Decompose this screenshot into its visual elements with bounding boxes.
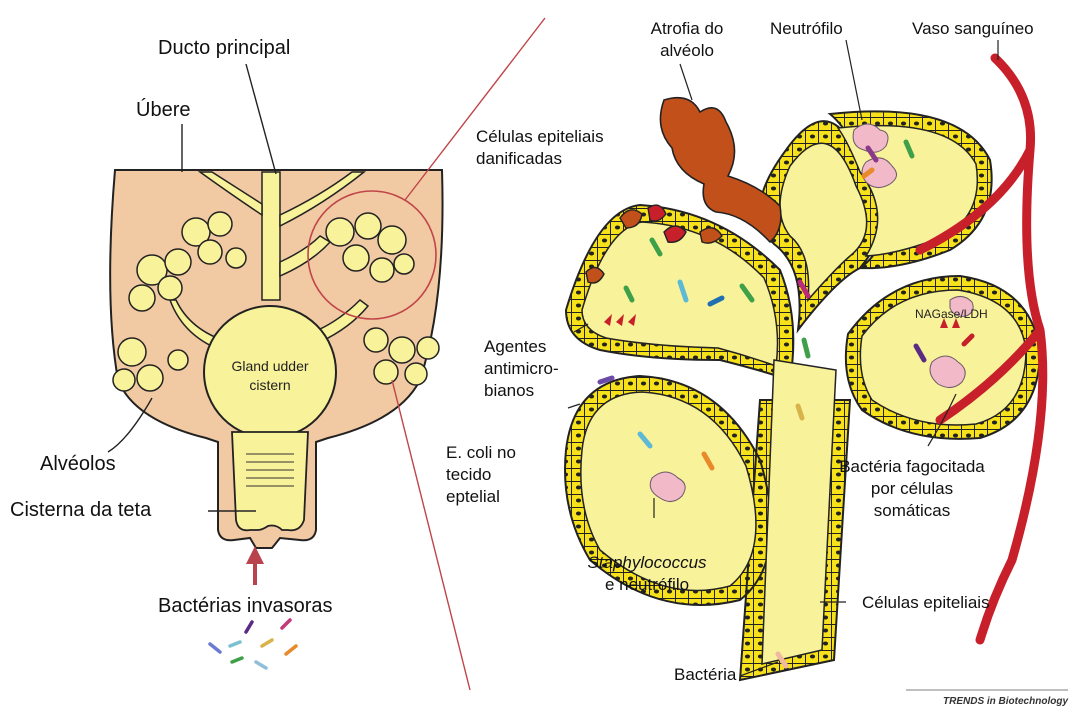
label-ecoli-line3: eptelial — [446, 486, 516, 508]
label-ecoli-line2: tecido — [446, 464, 516, 486]
main-duct — [262, 172, 280, 300]
invading-bacteria — [210, 620, 296, 668]
label-vaso: Vaso sanguíneo — [912, 18, 1034, 40]
label-celulas-danificadas-line2: danificadas — [476, 148, 604, 170]
label-ecoli-line1: E. coli no — [446, 442, 516, 464]
invasion-arrow — [246, 546, 264, 585]
gland-label-line1: Gland udder — [231, 358, 308, 374]
label-atrofia-line2: alvéolo — [632, 40, 742, 62]
label-agentes-line2: antimicro- — [484, 358, 559, 380]
label-fagocitada: Bactéria fagocitada por células somática… — [822, 456, 1002, 521]
label-fagocitada-line3: somáticas — [822, 500, 1002, 522]
label-neutrofilo: Neutrófilo — [770, 18, 843, 40]
label-ducto-principal: Ducto principal — [158, 36, 290, 62]
label-fagocitada-line1: Bactéria fagocitada — [822, 456, 1002, 478]
gland-label-line2: cistern — [249, 377, 290, 393]
label-agentes: Agentes antimicro- bianos — [484, 336, 559, 401]
label-celulas-danificadas: Células epiteliais danificadas — [476, 126, 604, 170]
label-atrofia: Atrofia do alvéolo — [632, 18, 742, 62]
label-staph-line1: Staphylococcus — [566, 552, 728, 574]
label-staph-line2: e neutrófilo — [566, 574, 728, 596]
teat-cistern — [232, 432, 308, 530]
label-agentes-line1: Agentes — [484, 336, 559, 358]
pointer-ducto — [246, 64, 276, 174]
zoom-line-bottom — [392, 380, 470, 690]
label-celulas-danificadas-line1: Células epiteliais — [476, 126, 604, 148]
label-ubere: Úbere — [136, 98, 190, 124]
label-cisterna-teta: Cisterna da teta — [10, 498, 151, 524]
label-celulas-epiteliais: Células epiteliais — [862, 592, 990, 614]
label-agentes-line3: bianos — [484, 380, 559, 402]
nagase-label: NAGase/LDH — [915, 307, 988, 321]
label-atrofia-line1: Atrofia do — [632, 18, 742, 40]
zoom-line-top — [405, 18, 545, 200]
label-alveolos: Alvéolos — [40, 452, 116, 478]
label-staphylococcus: Staphylococcus e neutrófilo — [566, 552, 728, 596]
label-fagocitada-line2: por células — [822, 478, 1002, 500]
credit-text: TRENDS in Biotechnology — [943, 696, 1068, 707]
label-ecoli: E. coli no tecido eptelial — [446, 442, 516, 507]
label-bacteria: Bactéria — [674, 664, 736, 686]
label-bacterias-invasoras: Bactérias invasoras — [158, 594, 333, 620]
